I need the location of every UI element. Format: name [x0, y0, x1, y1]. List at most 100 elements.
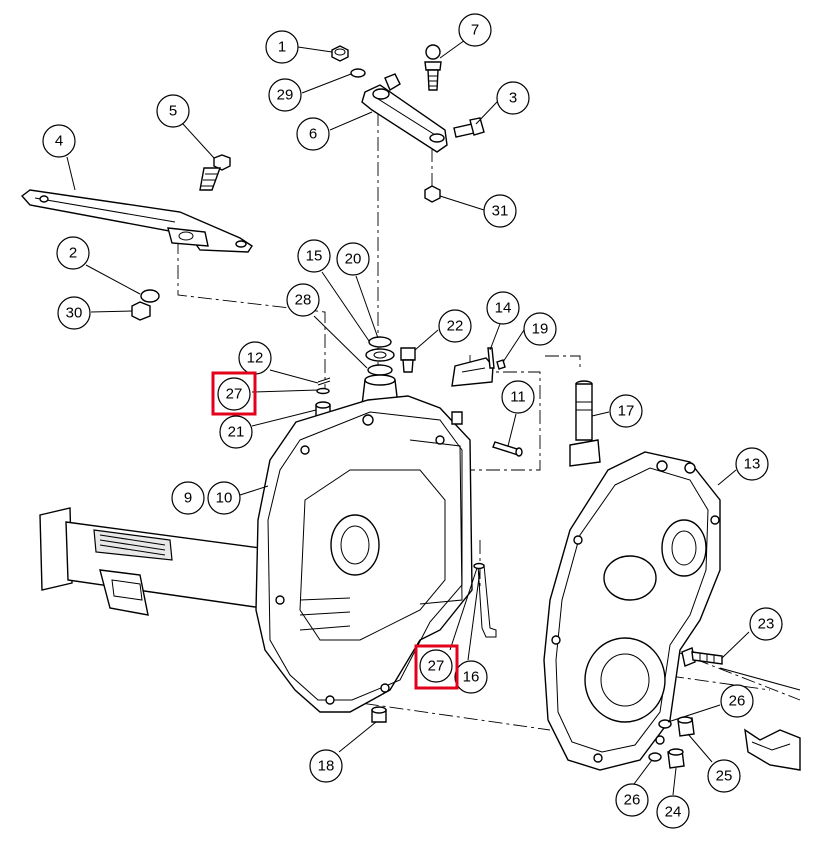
- callout-c10: 10: [207, 481, 241, 515]
- callout-c31: 31: [483, 194, 517, 228]
- callout-number: 20: [345, 251, 362, 268]
- callout-number: 26: [729, 693, 746, 710]
- pin-11: [492, 441, 523, 457]
- main-housing: [255, 395, 473, 713]
- callout-circle: [336, 242, 370, 276]
- callout-number: 5: [169, 103, 177, 120]
- highlight-box-27-upper: [211, 371, 257, 416]
- callout-c20: 20: [336, 242, 370, 276]
- housing-cover: [543, 451, 721, 771]
- callout-number: 31: [492, 203, 509, 220]
- callout-c9: 9: [171, 481, 205, 515]
- callout-number: 6: [309, 126, 317, 143]
- callout-circle: [156, 94, 190, 128]
- callout-circle: [720, 684, 754, 718]
- callout-number: 29: [277, 87, 294, 104]
- callout-circle: [296, 117, 330, 151]
- callout-circle: [523, 312, 557, 346]
- leader-lines: [66, 39, 750, 796]
- callout-c13: 13: [735, 447, 769, 481]
- right-axle-bracket: [719, 667, 801, 771]
- callout-circle: [265, 30, 299, 64]
- bolt-23: [681, 647, 723, 667]
- callout-circle: [419, 649, 453, 683]
- ball-stud-7: [424, 44, 442, 91]
- callout-number: 16: [463, 669, 480, 686]
- callout-c26a: 26: [720, 684, 754, 718]
- callout-circle: [458, 13, 492, 47]
- rod-16: [473, 562, 497, 638]
- callout-c19: 19: [523, 312, 557, 346]
- highlight-box-27-lower: [414, 644, 459, 690]
- callout-c29: 29: [268, 78, 302, 112]
- callout-c30: 30: [57, 296, 91, 330]
- callout-number: 27: [226, 386, 243, 403]
- callout-c27b: 27: [419, 649, 453, 683]
- callout-circle: [171, 481, 205, 515]
- screw-19: [496, 359, 506, 370]
- nut-1: [331, 45, 349, 62]
- callout-circle: [707, 759, 741, 793]
- washer-2: [140, 289, 160, 303]
- callout-number: 23: [758, 616, 775, 633]
- callout-circle: [615, 783, 649, 817]
- bracket-14: [451, 347, 495, 387]
- callout-c2: 2: [56, 236, 90, 270]
- plug-24: [667, 748, 685, 769]
- callout-number: 1: [278, 39, 286, 56]
- callout-c16: 16: [454, 660, 488, 694]
- callout-number: 25: [716, 768, 733, 785]
- callout-number: 7: [471, 22, 479, 39]
- nut-30: [131, 301, 151, 321]
- bellcrank-lever: [361, 73, 448, 153]
- callout-circle: [609, 394, 643, 428]
- retaining-ring-12: [317, 377, 331, 386]
- callout-c23: 23: [749, 607, 783, 641]
- callout-number: 18: [318, 758, 335, 775]
- callout-circle: [438, 309, 472, 343]
- callout-number: 12: [247, 350, 264, 367]
- callout-circle: [749, 607, 783, 641]
- callout-c5: 5: [156, 94, 190, 128]
- callout-c17: 17: [609, 394, 643, 428]
- callout-c22: 22: [438, 309, 472, 343]
- callout-number: 13: [744, 456, 761, 473]
- callout-circle: [297, 239, 331, 273]
- callout-c3: 3: [496, 81, 530, 115]
- callout-c11: 11: [501, 380, 535, 414]
- shaft-17: [569, 380, 601, 467]
- callout-circle: [483, 194, 517, 228]
- washer-29: [350, 68, 366, 78]
- callout-c6: 6: [296, 117, 330, 151]
- callout-number: 27: [428, 658, 445, 675]
- callout-number: 9: [184, 490, 192, 507]
- nut-31: [424, 185, 441, 203]
- callout-number: 11: [510, 389, 526, 406]
- callout-c21: 21: [219, 415, 253, 449]
- callout-number: 24: [665, 804, 682, 821]
- lever-arm: [20, 189, 253, 253]
- callout-circle: [486, 291, 520, 325]
- callout-number: 10: [216, 490, 233, 507]
- callout-number: 26: [624, 792, 641, 809]
- callout-number: 30: [66, 305, 83, 322]
- callout-circle: [735, 447, 769, 481]
- callout-number: 22: [447, 318, 464, 335]
- plug-22: [400, 347, 416, 373]
- callout-c7: 7: [458, 13, 492, 47]
- bolt-5: [199, 154, 231, 191]
- callout-circle: [268, 78, 302, 112]
- callout-c25: 25: [707, 759, 741, 793]
- callout-circle: [501, 380, 535, 414]
- callout-c18: 18: [309, 749, 343, 783]
- callout-circle: [219, 415, 253, 449]
- callout-circle: [286, 283, 320, 317]
- callout-c12: 12: [238, 341, 272, 375]
- assembly-centerlines: [177, 112, 801, 731]
- screw-3: [453, 117, 485, 138]
- callout-c26b: 26: [615, 783, 649, 817]
- callout-number: 2: [69, 245, 77, 262]
- callout-number: 21: [228, 424, 245, 441]
